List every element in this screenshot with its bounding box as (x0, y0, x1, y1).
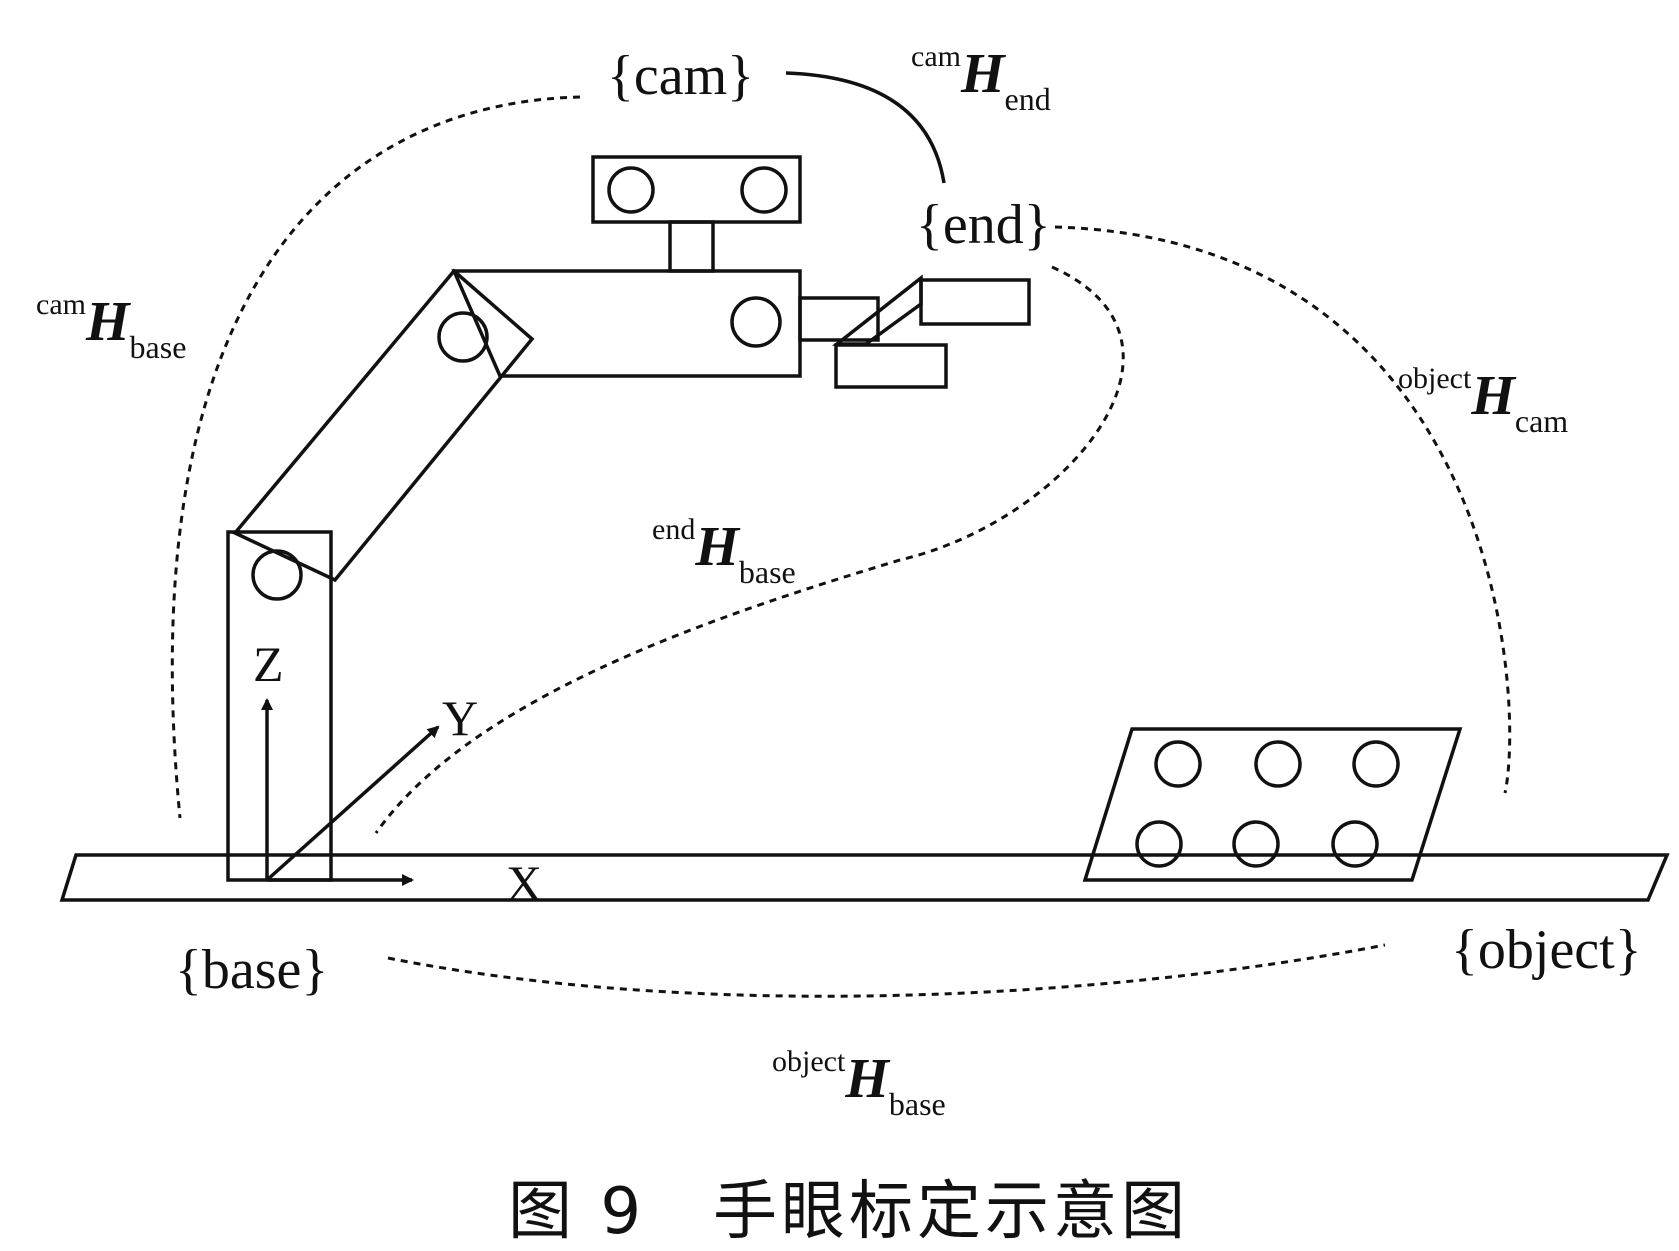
wrist-joint (730, 296, 782, 348)
lower-link (232, 268, 535, 583)
robot-arm (226, 155, 1031, 882)
board-dot (1154, 740, 1202, 788)
transform-label-cam-end: camHend (911, 40, 1051, 117)
camera-lens-left (607, 166, 655, 214)
z-axis-label: Z (253, 636, 284, 692)
y-axis-arrow (265, 725, 440, 882)
transform-label-end-base: endHbase (652, 513, 796, 590)
elbow-joint (437, 311, 489, 363)
camera-body (591, 155, 802, 224)
frame-label-object: {object} (1451, 919, 1642, 981)
x-axis-label: X (506, 855, 542, 911)
calibration-board (1082, 727, 1463, 882)
gripper-connector (798, 296, 880, 342)
board-dot (1232, 820, 1280, 868)
gripper-lower-finger (834, 343, 948, 389)
base-joint (251, 549, 303, 601)
transform-label-object-base: objectHbase (772, 1045, 946, 1122)
calibration-board-outline (1082, 727, 1463, 882)
arc-base-to-object (387, 943, 1386, 998)
gripper-upper-finger (919, 278, 1031, 326)
gripper-wedge (831, 274, 923, 346)
arc-cam-to-end (785, 71, 946, 184)
y-axis-label: Y (442, 690, 478, 746)
frame-label-base: {base} (175, 939, 328, 1001)
arc-cam-to-base (170, 95, 581, 819)
frame-label-cam: {cam} (607, 45, 754, 107)
upper-link (451, 269, 802, 378)
transform-label-object-cam: objectHcam (1398, 362, 1568, 439)
board-dot (1352, 740, 1400, 788)
transform-label-cam-base: camHbase (36, 288, 186, 365)
board-dot (1331, 820, 1379, 868)
arc-end-to-object (1054, 225, 1512, 794)
base-axes: Z Y X (253, 636, 542, 911)
board-dot (1135, 820, 1183, 868)
arc-end-to-base (374, 265, 1125, 834)
camera-lens-right (740, 166, 788, 214)
figure-caption: 图 9 手眼标定示意图 (508, 1175, 1189, 1249)
robot-base-column (226, 530, 333, 882)
board-dot (1254, 740, 1302, 788)
camera-mount (668, 220, 715, 273)
frame-label-end: {end} (916, 194, 1051, 256)
ground-plane (59, 853, 1670, 902)
